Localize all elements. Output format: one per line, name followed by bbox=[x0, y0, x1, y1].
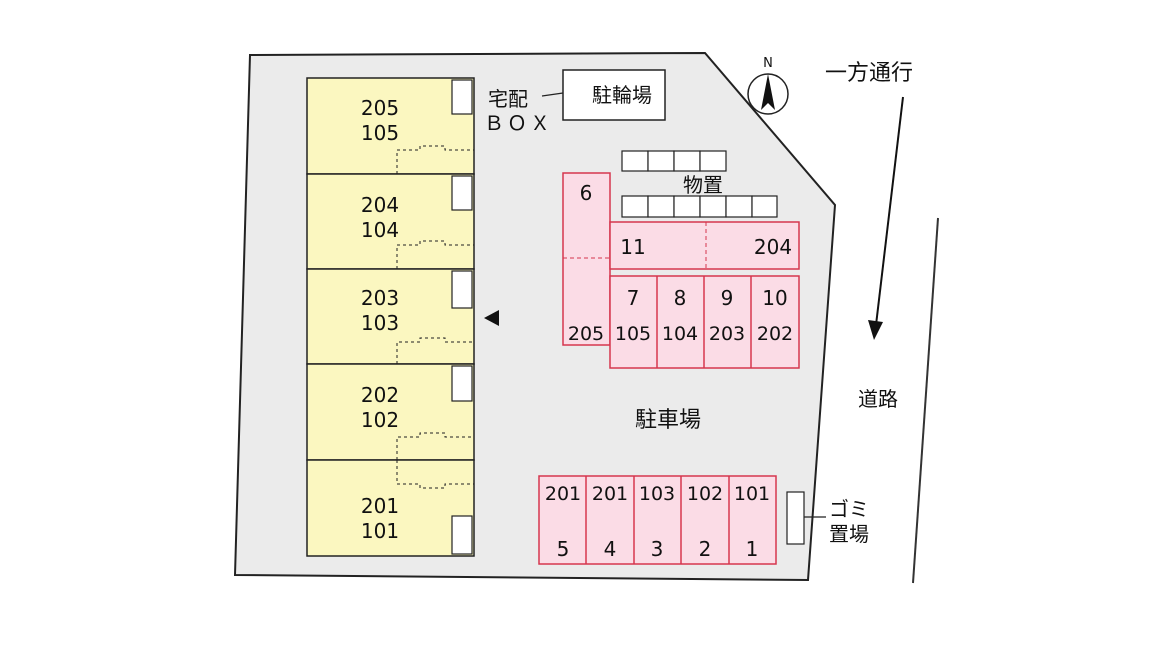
garbage-label-line2: 置場 bbox=[829, 522, 869, 546]
parking-space-3-number: 3 bbox=[651, 537, 664, 561]
garbage-area bbox=[786, 491, 805, 545]
building-3-upper-label: 203 bbox=[361, 286, 399, 310]
bicycle-parking-area bbox=[562, 69, 666, 121]
parking-space-2-number: 2 bbox=[699, 537, 712, 561]
building-unit-2: 204 104 bbox=[306, 173, 475, 270]
parking-space-7-number: 7 bbox=[627, 286, 640, 310]
building-1-upper-label: 205 bbox=[361, 96, 399, 120]
parking-space-10-unit: 202 bbox=[757, 323, 793, 345]
parking-space-7-unit: 105 bbox=[615, 323, 651, 345]
building-3-lower-label: 103 bbox=[361, 311, 399, 335]
parking-space-9-number: 9 bbox=[721, 286, 734, 310]
delivery-box-label-line2: ＢＯＸ bbox=[484, 111, 553, 135]
parking-space-10-number: 10 bbox=[762, 286, 787, 310]
parking-space-6-unit: 205 bbox=[568, 323, 604, 345]
garbage-label-line1: ゴミ bbox=[829, 497, 869, 521]
parking-space-8-number: 8 bbox=[674, 286, 687, 310]
parking-space-11-unit: 204 bbox=[754, 235, 792, 259]
parking-space-6 bbox=[562, 172, 611, 346]
one-way-label: 一方通行 bbox=[825, 61, 913, 86]
building-5-lower-label: 101 bbox=[361, 519, 399, 543]
building-4-upper-label: 202 bbox=[361, 383, 399, 407]
building-unit-5: 201 101 bbox=[306, 459, 475, 557]
parking-space-2-unit: 102 bbox=[687, 483, 723, 505]
building-2-upper-label: 204 bbox=[361, 193, 399, 217]
road-edge-line bbox=[912, 217, 939, 584]
parking-block-top: 6 11 204 7 8 9 10 205 105 104 203 202 bbox=[562, 172, 800, 369]
north-label: N bbox=[763, 56, 773, 71]
north-compass-icon: N bbox=[747, 56, 789, 115]
parking-space-6-number: 6 bbox=[580, 181, 593, 205]
storage-units-bottom-row bbox=[621, 195, 778, 218]
parking-space-1-unit: 101 bbox=[734, 483, 770, 505]
one-way-arrow-shaft bbox=[875, 96, 904, 326]
building-unit-4: 202 102 bbox=[306, 363, 475, 461]
one-way-arrow-icon bbox=[868, 320, 883, 340]
delivery-box-label-line1: 宅配 bbox=[488, 87, 528, 111]
parking-space-1-number: 1 bbox=[746, 537, 759, 561]
storage-label: 物置 bbox=[683, 173, 723, 197]
parking-space-4-unit: 201 bbox=[592, 483, 628, 505]
building-5-upper-label: 201 bbox=[361, 494, 399, 518]
building-4-lower-label: 102 bbox=[361, 408, 399, 432]
building-unit-3: 203 103 bbox=[306, 268, 475, 365]
building-block: 205 105 204 104 203 103 202 102 bbox=[306, 77, 475, 557]
parking-space-4-number: 4 bbox=[604, 537, 617, 561]
entrance-arrow-icon bbox=[484, 310, 499, 326]
parking-space-11-number: 11 bbox=[620, 235, 645, 259]
parking-space-9-unit: 203 bbox=[709, 323, 745, 345]
parking-lot-label: 駐車場 bbox=[635, 408, 701, 433]
parking-space-3-unit: 103 bbox=[639, 483, 675, 505]
storage-units-top-row bbox=[621, 150, 727, 172]
parking-space-5-unit: 201 bbox=[545, 483, 581, 505]
building-1-lower-label: 105 bbox=[361, 121, 399, 145]
bicycle-parking-label: 駐輪場 bbox=[592, 83, 652, 107]
road-label: 道路 bbox=[858, 387, 898, 411]
building-2-lower-label: 104 bbox=[361, 218, 399, 242]
parking-space-11 bbox=[609, 221, 800, 270]
building-unit-1: 205 105 bbox=[306, 77, 475, 175]
parking-space-8-unit: 104 bbox=[662, 323, 698, 345]
parking-block-bottom: 201 201 103 102 101 5 4 3 2 1 bbox=[538, 475, 777, 565]
parking-space-5-number: 5 bbox=[557, 537, 570, 561]
